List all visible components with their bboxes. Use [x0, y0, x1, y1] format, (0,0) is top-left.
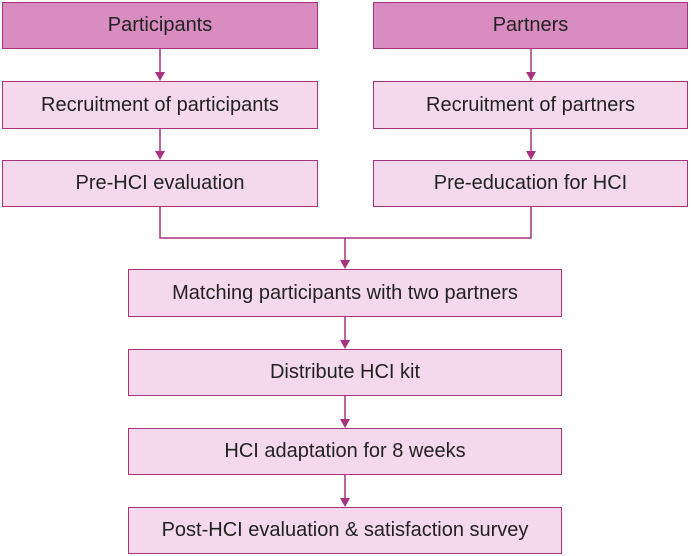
participants-header: Participants	[2, 2, 318, 49]
arrowhead-icon	[526, 72, 536, 81]
post-hci-evaluation-box: Post-HCI evaluation & satisfaction surve…	[128, 507, 562, 554]
arrowhead-icon	[340, 498, 350, 507]
recruitment-of-partners-box: Recruitment of partners	[373, 81, 688, 129]
recruitment-of-participants-box: Recruitment of participants	[2, 81, 318, 129]
arrowhead-icon	[526, 151, 536, 160]
pre-education-for-hci-box: Pre-education for HCI	[373, 160, 688, 207]
arrowhead-icon	[340, 340, 350, 349]
merge-connector	[159, 207, 532, 260]
arrowhead-icon	[340, 419, 350, 428]
arrowhead-icon	[340, 260, 350, 269]
arrowhead-icon	[155, 72, 165, 81]
distribute-hci-kit-box: Distribute HCI kit	[128, 349, 562, 396]
arrowhead-icon	[155, 151, 165, 160]
hci-adaptation-box: HCI adaptation for 8 weeks	[128, 428, 562, 475]
partners-header: Partners	[373, 2, 688, 49]
matching-participants-box: Matching participants with two partners	[128, 269, 562, 317]
pre-hci-evaluation-box: Pre-HCI evaluation	[2, 160, 318, 207]
